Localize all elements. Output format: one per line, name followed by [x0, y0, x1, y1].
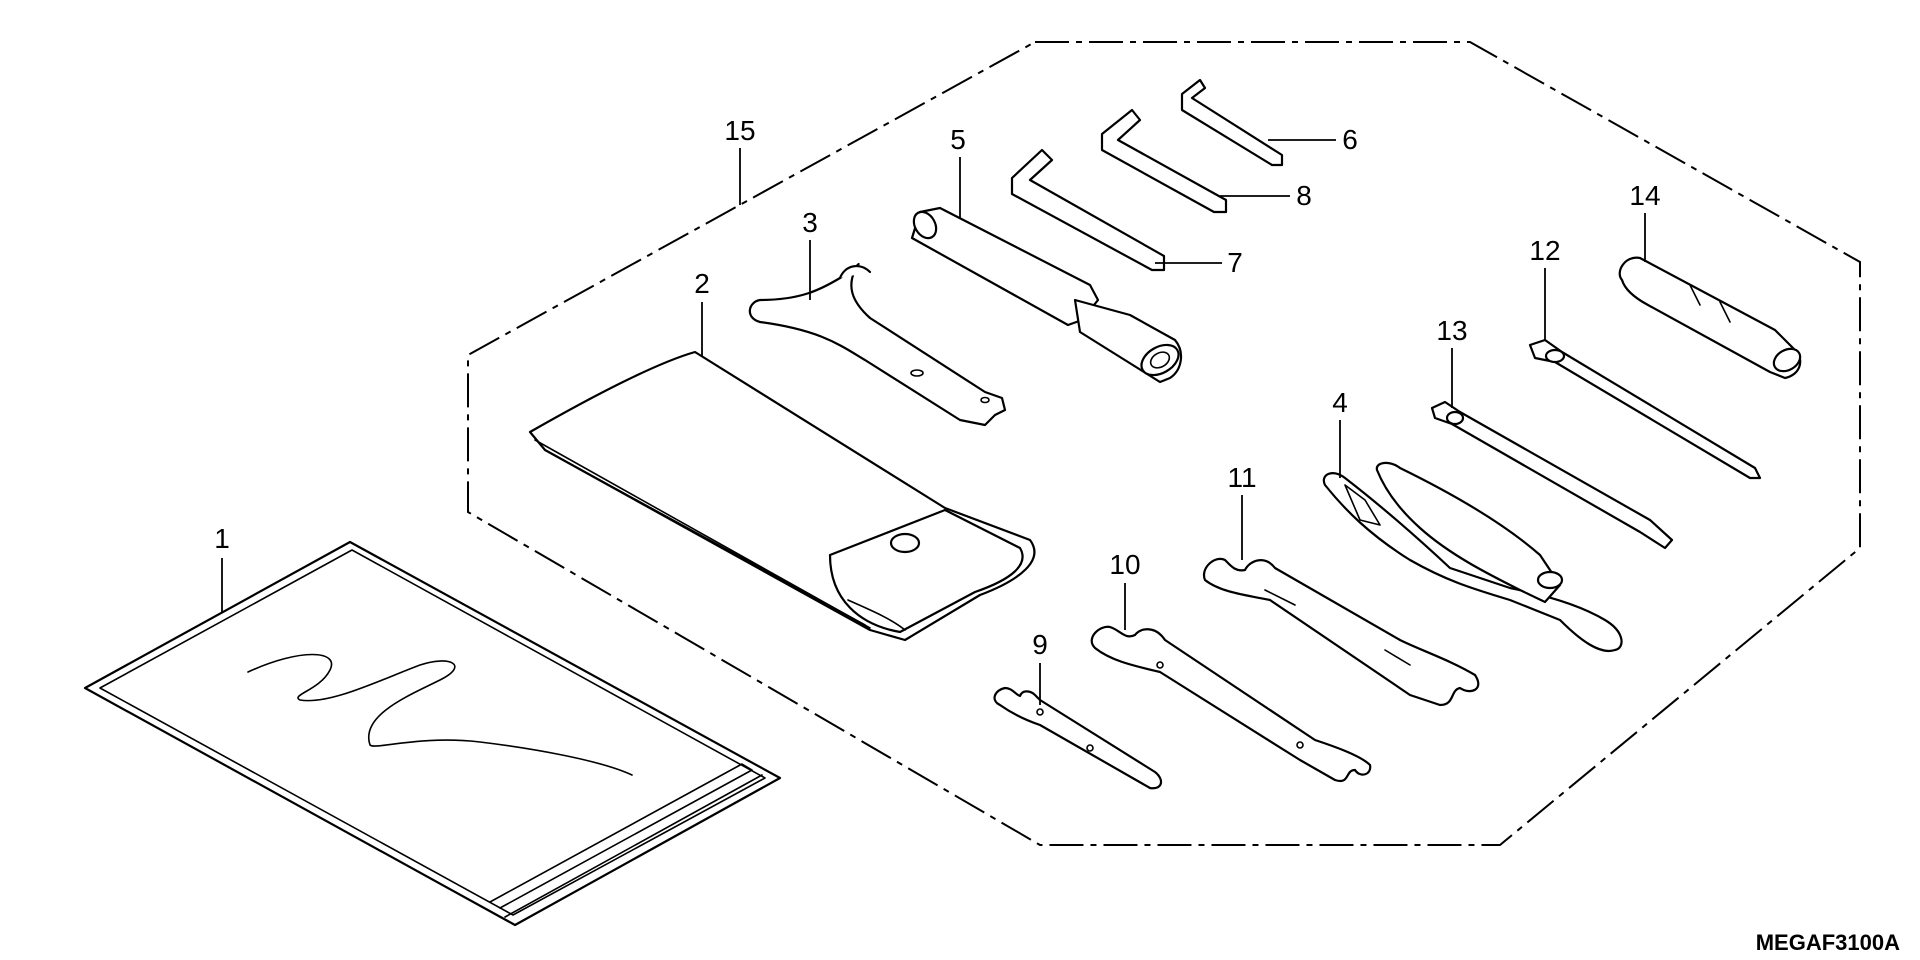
callout-9: 9: [1032, 629, 1048, 660]
callout-13: 13: [1436, 315, 1467, 346]
callout-15: 15: [724, 115, 755, 146]
part-9-wrench: [993, 686, 1163, 790]
leader-lines: [221, 139, 1646, 705]
part-8-hex-key: [1100, 108, 1228, 214]
part-14-screwdriver-handle: [1618, 256, 1802, 380]
callout-10: 10: [1109, 549, 1140, 580]
callout-14: 14: [1629, 180, 1660, 211]
part-10-wrench: [1090, 625, 1372, 783]
part-1-manual-bag: [83, 540, 782, 927]
part-5-spark-plug-wrench: [910, 206, 1183, 384]
callout-11: 11: [1227, 462, 1256, 493]
part-3-pin-spanner: [748, 262, 1007, 427]
callout-4: 4: [1332, 387, 1348, 418]
callout-6: 6: [1342, 124, 1358, 155]
diagram-code: MEGAF3100A: [1756, 930, 1900, 955]
tool-kit-group-outline: [467, 41, 1861, 846]
callout-5: 5: [950, 124, 966, 155]
part-2-tool-bag: [528, 350, 1036, 642]
callout-3: 3: [802, 207, 818, 238]
part-6-hex-key: [1180, 78, 1284, 167]
part-7-hex-key: [1010, 148, 1166, 272]
callout-2: 2: [694, 268, 710, 299]
part-12-screwdriver: [1528, 338, 1762, 480]
callout-8: 8: [1296, 180, 1312, 211]
callout-12: 12: [1529, 235, 1560, 266]
callout-7: 7: [1227, 247, 1243, 278]
part-4-pliers: [1322, 461, 1623, 653]
part-11-wrench: [1202, 557, 1480, 707]
callout-1: 1: [214, 523, 230, 554]
